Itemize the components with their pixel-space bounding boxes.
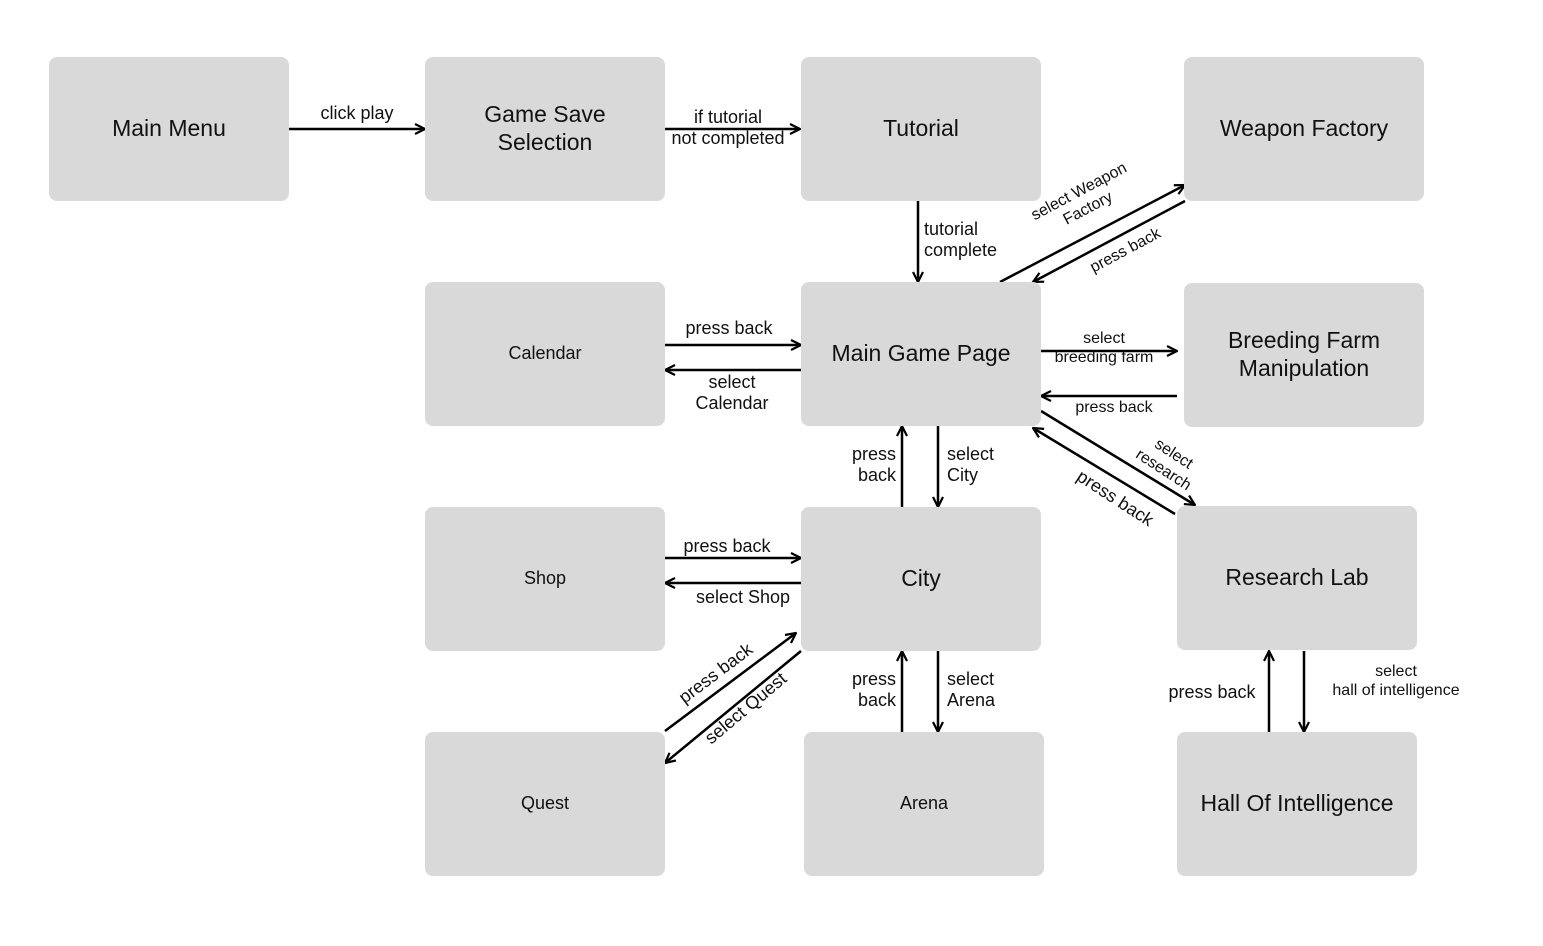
node-main-game-page[interactable]: Main Game Page (801, 282, 1041, 426)
node-research-lab[interactable]: Research Lab (1177, 506, 1417, 650)
node-calendar[interactable]: Calendar (425, 282, 665, 426)
node-game-save-selection[interactable]: Game Save Selection (425, 57, 665, 201)
node-label: Shop (523, 568, 567, 589)
node-label: Game Save Selection (484, 101, 606, 155)
label-if-tutorial: if tutorial not completed (671, 107, 785, 149)
label-arena-press-back: press back (851, 669, 896, 711)
node-label: Breeding Farm Manipulation (1227, 327, 1381, 381)
node-label: Tutorial (883, 115, 959, 142)
label-tutorial-complete: tutorial complete (924, 219, 998, 261)
node-label: Calendar (508, 343, 582, 364)
node-arena[interactable]: Arena (804, 732, 1044, 876)
label-select-hall: select hall of intelligence (1332, 663, 1460, 699)
arrow-research-to-main-game (1033, 428, 1176, 516)
node-hall-of-intelligence[interactable]: Hall Of Intelligence (1177, 732, 1417, 876)
label-select-city: select City (947, 444, 995, 486)
label-select-breeding-farm: select breeding farm (1054, 330, 1154, 366)
node-quest[interactable]: Quest (425, 732, 665, 876)
node-label: Research Lab (1225, 564, 1369, 591)
label-select-arena: select Arena (947, 669, 996, 711)
arrow-main-game-to-weapon-factory (999, 185, 1185, 284)
node-label: Weapon Factory (1219, 115, 1389, 142)
label-select-calendar: select Calendar (695, 372, 769, 414)
node-label: Main Menu (112, 115, 226, 142)
node-label: Arena (899, 793, 949, 814)
arrow-main-game-to-research (1040, 409, 1195, 505)
label-select-shop: select Shop (695, 587, 791, 607)
label-hall-press-back: press back (1168, 682, 1256, 702)
label-calendar-press-back: press back (685, 318, 773, 338)
node-weapon-factory[interactable]: Weapon Factory (1184, 57, 1424, 201)
label-city-press-back: press back (851, 444, 896, 486)
node-city[interactable]: City (801, 507, 1041, 651)
label-click-play: click play (320, 103, 394, 123)
arrow-quest-to-city (664, 633, 796, 733)
node-main-menu[interactable]: Main Menu (49, 57, 289, 201)
node-label: Hall Of Intelligence (1200, 790, 1394, 817)
node-label: City (901, 565, 941, 592)
node-shop[interactable]: Shop (425, 507, 665, 651)
node-tutorial[interactable]: Tutorial (801, 57, 1041, 201)
node-label: Main Game Page (831, 340, 1011, 367)
node-breeding-farm[interactable]: Breeding Farm Manipulation (1184, 283, 1424, 427)
arrow-weapon-factory-to-main-game (1033, 199, 1186, 282)
label-breeding-press-back: press back (1075, 399, 1153, 416)
node-label: Quest (520, 793, 570, 814)
label-shop-press-back: press back (683, 536, 771, 556)
arrow-city-to-quest (665, 650, 802, 763)
